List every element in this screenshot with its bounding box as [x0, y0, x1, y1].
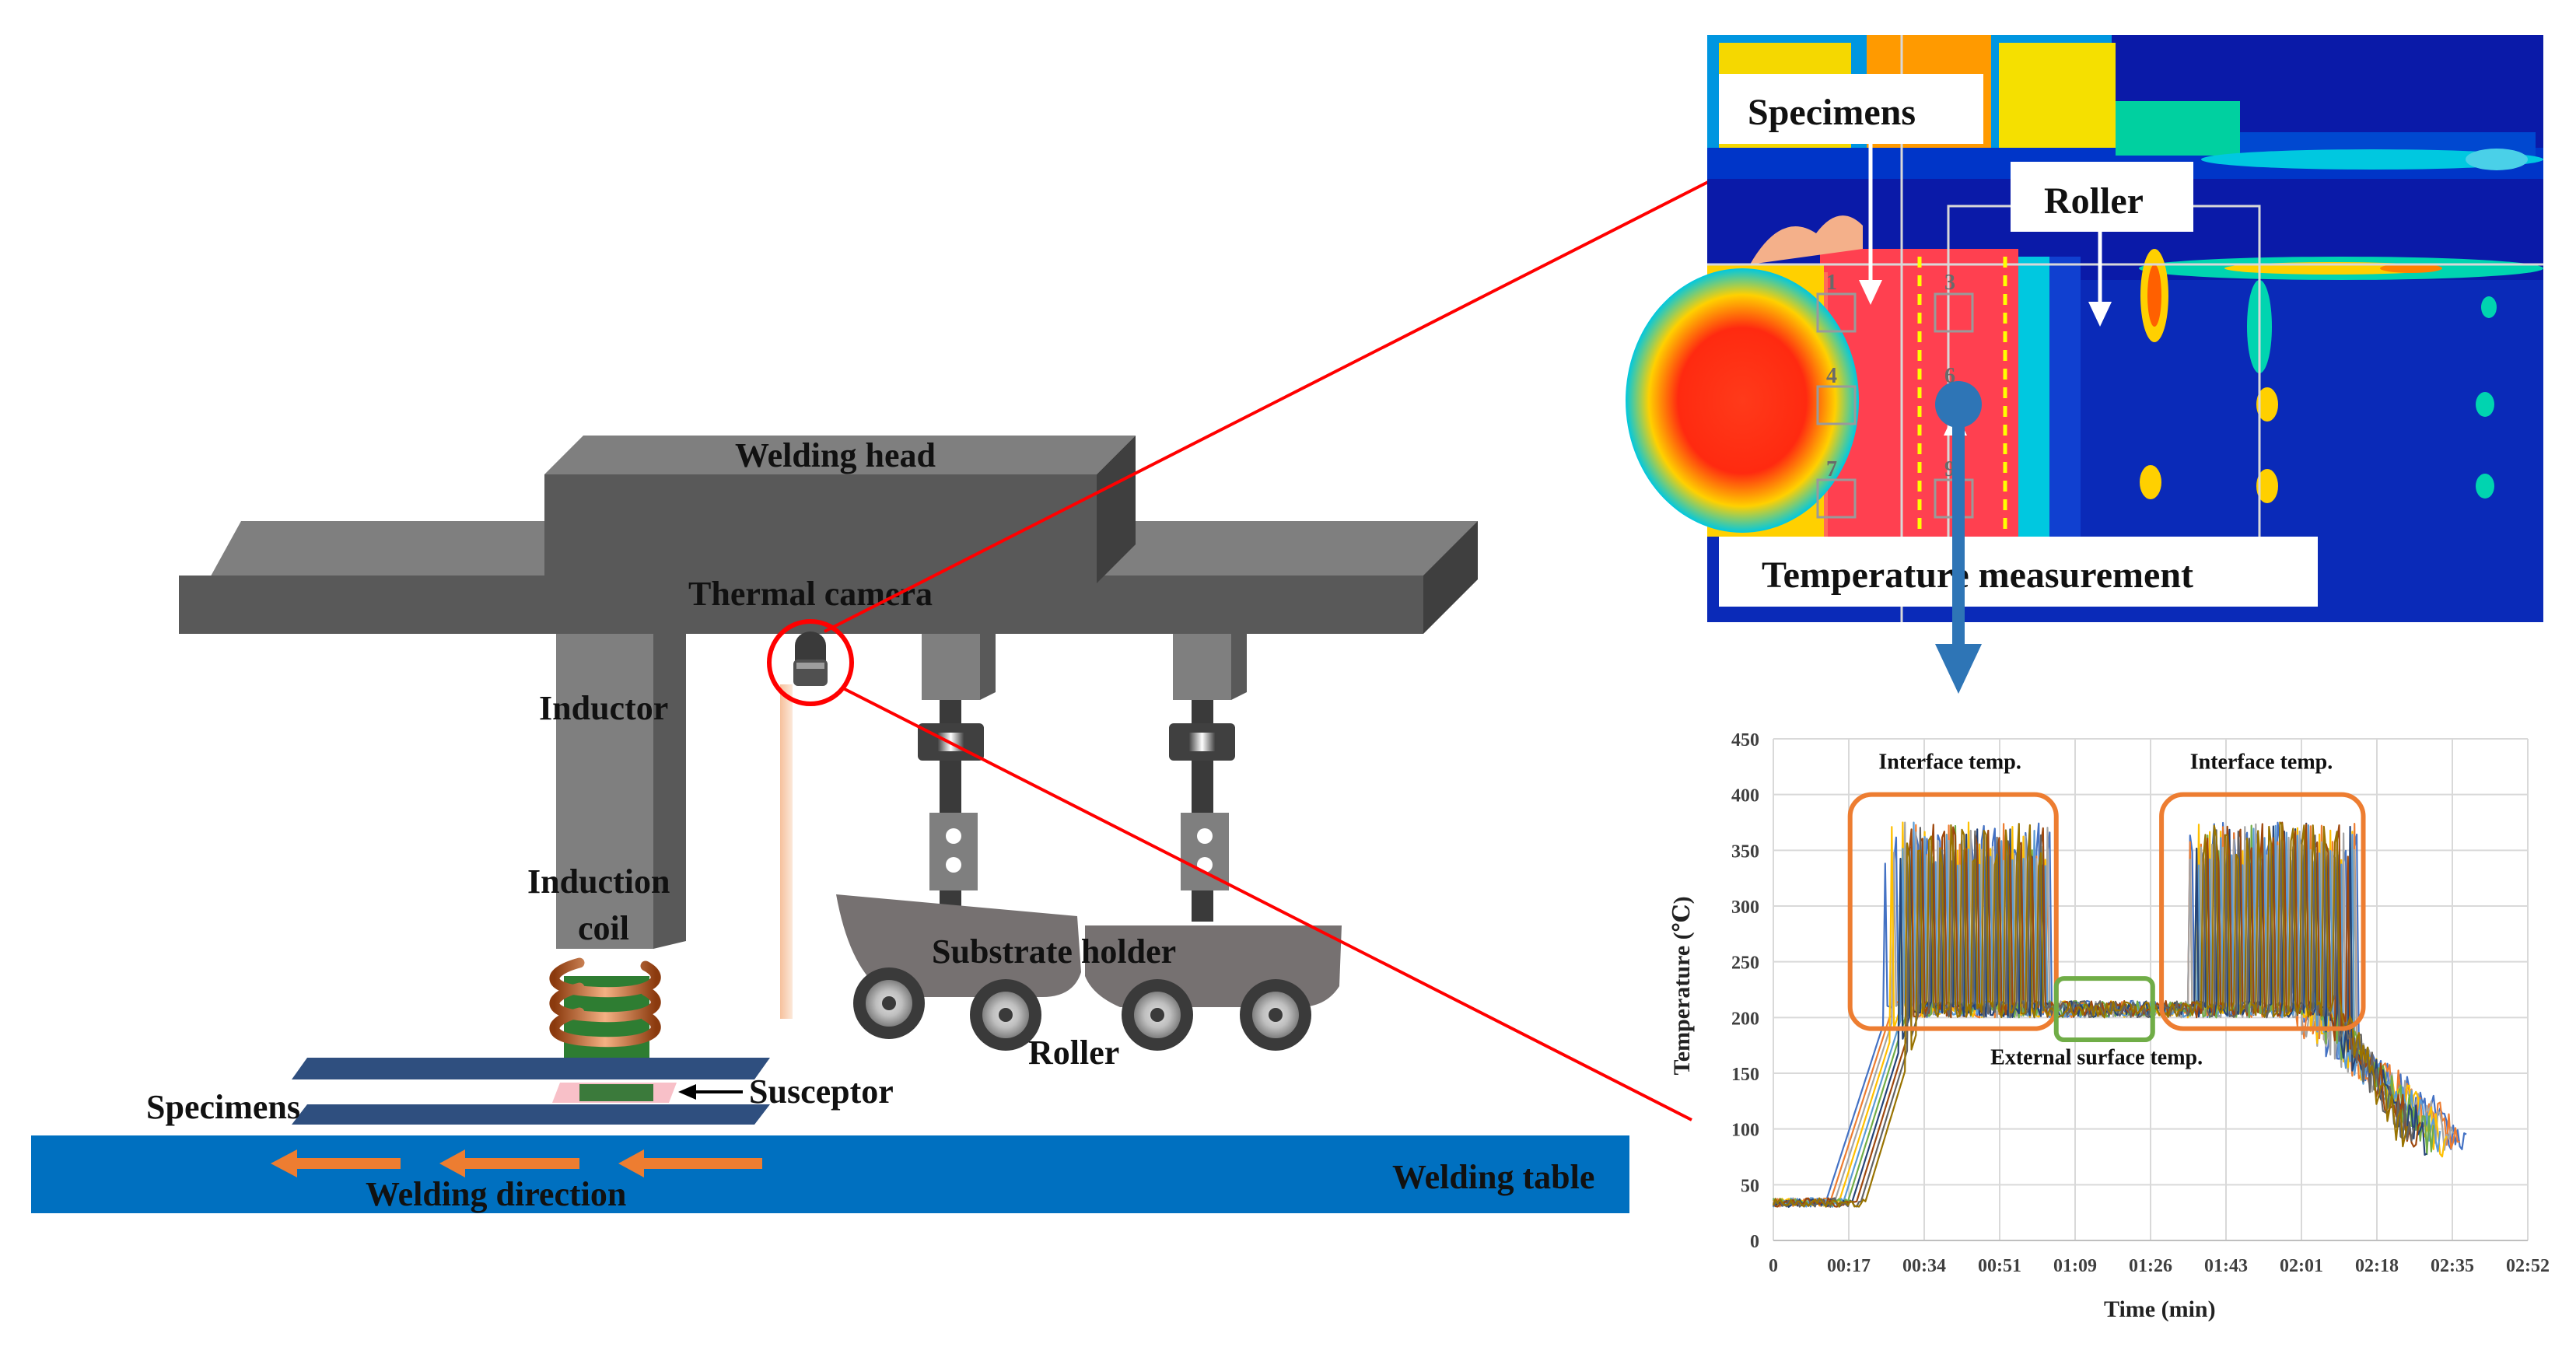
- y-tick-label: 450: [1731, 730, 1759, 750]
- temperature-measurement-label: Temperature measurement: [1762, 555, 2193, 596]
- connector-line-top: [824, 179, 1712, 633]
- roller-label: Roller: [1028, 1034, 1119, 1072]
- camera-highlight-circle: [767, 619, 854, 706]
- y-tick-label: 250: [1731, 953, 1759, 974]
- specimens: [292, 1058, 770, 1125]
- welding-direction-arrows: [271, 1149, 762, 1177]
- blue-arrow-shaft: [1952, 426, 1965, 648]
- x-tick-label: 00:34: [1902, 1256, 1946, 1276]
- roller-box: [2011, 162, 2193, 232]
- temperature-chart: 0 50 100 150 200 250 300 350 400 450 0 00:17 00:34 00…: [1669, 730, 2550, 1322]
- thermal-specimens-label: Specimens: [1748, 92, 1916, 133]
- inductor-label: Inductor: [539, 689, 668, 727]
- welding-table: [31, 1135, 1629, 1213]
- interface-box-left: [1847, 792, 2059, 1031]
- y-tick-label: 50: [1741, 1176, 1759, 1196]
- y-tick-label: 200: [1731, 1009, 1759, 1029]
- x-axis-label: Time (min): [2104, 1296, 2216, 1322]
- y-tick-label: 100: [1731, 1121, 1759, 1141]
- x-tick-label: 02:52: [2506, 1256, 2550, 1276]
- x-tick-label: 00:17: [1827, 1256, 1871, 1276]
- camera-view-beam: [780, 684, 793, 1019]
- temperature-measurement-box: [1719, 537, 2318, 607]
- y-axis-label: Temperature (℃): [1669, 896, 1695, 1075]
- x-tick-label: 0: [1769, 1256, 1778, 1276]
- y-tick-label: 300: [1731, 897, 1759, 918]
- specimens-label: Specimens: [146, 1088, 300, 1126]
- thermal-camera-label: Thermal camera: [688, 575, 933, 613]
- rollers: [853, 967, 1311, 1051]
- point-7: 7: [1826, 457, 1837, 481]
- y-tick-label: 150: [1731, 1065, 1759, 1085]
- interface-box-right: [2159, 792, 2366, 1031]
- thermal-camera-icon: [793, 632, 828, 686]
- blue-arrow-head: [1935, 644, 1982, 694]
- temperature-series-line: [1772, 821, 2408, 1208]
- substrate-holder-assembly-2: [1169, 634, 1247, 922]
- welding-direction-label: Welding direction: [366, 1175, 626, 1213]
- inductor: [549, 634, 686, 1058]
- interface-label-left: Interface temp.: [1878, 750, 2021, 775]
- induction-coil: [549, 957, 661, 1048]
- substrate-holder-assembly-1: [918, 634, 996, 914]
- susceptor-label: Susceptor: [749, 1072, 894, 1111]
- x-tick-label: 01:26: [2129, 1256, 2172, 1276]
- x-tick-label: 02:35: [2431, 1256, 2474, 1276]
- substrate-holder-label: Substrate holder: [932, 932, 1176, 971]
- thermal-image: 1 3 4 6 7 9 Specimens Roller Temperature…: [1626, 35, 2543, 622]
- x-tick-label: 02:01: [2280, 1256, 2323, 1276]
- induction-coil-label-1: Induction: [527, 862, 670, 901]
- measurement-point-marker: [1935, 381, 1982, 428]
- connector-line-bottom: [841, 686, 1692, 1121]
- point-1: 1: [1826, 271, 1837, 295]
- y-tick-label: 350: [1731, 841, 1759, 862]
- welding-head-label: Welding head: [735, 436, 936, 474]
- x-tick-label: 00:51: [1978, 1256, 2021, 1276]
- point-4: 4: [1826, 364, 1837, 388]
- x-tick-label: 01:09: [2053, 1256, 2097, 1276]
- specimens-box: [1719, 74, 1983, 144]
- y-tick-label: 400: [1731, 786, 1759, 806]
- point-3: 3: [1944, 271, 1955, 295]
- thermal-roller-label: Roller: [2044, 180, 2144, 222]
- external-surface-box: [2053, 976, 2155, 1042]
- x-tick-label: 02:18: [2355, 1256, 2399, 1276]
- external-surface-label: External surface temp.: [1990, 1046, 2203, 1070]
- y-tick-label: 0: [1750, 1232, 1759, 1252]
- induction-coil-label-2: coil: [578, 909, 629, 947]
- interface-label-right: Interface temp.: [2190, 750, 2333, 775]
- x-tick-label: 01:43: [2204, 1256, 2248, 1276]
- welding-table-label: Welding table: [1392, 1158, 1594, 1196]
